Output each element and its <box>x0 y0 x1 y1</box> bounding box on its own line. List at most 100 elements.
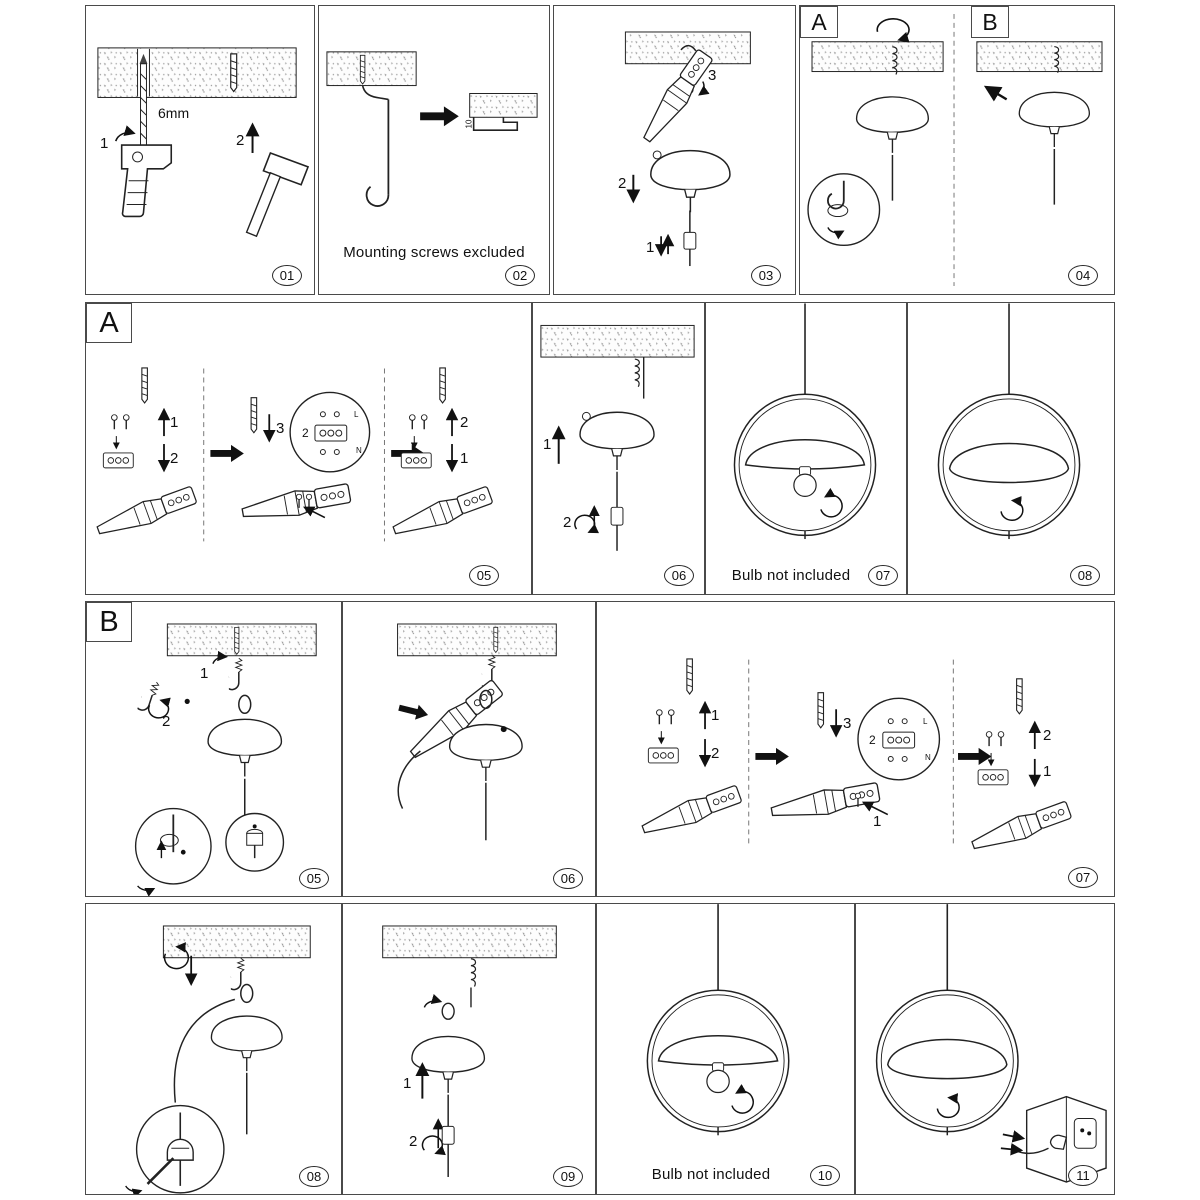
stage2-screw-number: 3 <box>843 715 852 732</box>
ceiling-hook-icon <box>228 657 243 691</box>
panel-step-02: 10 Mounting screws excluded 02 <box>318 5 550 295</box>
panel-number-badge: 08 <box>299 1166 329 1187</box>
canopy-hole <box>581 411 591 421</box>
ceiling-icon <box>540 324 695 358</box>
bold-arrow-icon <box>420 106 459 127</box>
mounting-screws-note: Mounting screws excluded <box>343 244 525 261</box>
panel-number-badge: 02 <box>505 265 535 286</box>
terminal-detail-inset <box>289 391 371 473</box>
stage1-up-number: 1 <box>170 414 179 431</box>
ceiling-icon <box>166 623 317 657</box>
inset-neutral-label: N <box>356 446 362 455</box>
rotate-arrow-icon <box>114 125 136 142</box>
inset-terminal-number: 2 <box>302 426 309 440</box>
panel-b-step-10: Bulb not included 10 <box>596 903 855 1195</box>
panel-step-04: A B 04 <box>799 5 1115 295</box>
canopy-icon <box>207 718 283 778</box>
wall-anchor-icon <box>230 53 238 93</box>
panel-number-badge: 01 <box>272 265 302 286</box>
wall-anchor-icon <box>493 626 499 653</box>
panel-01-illustration <box>97 47 310 238</box>
panel-b-step-11: 11 <box>855 903 1115 1195</box>
panel-b10-illustration <box>646 904 790 1136</box>
pendant-lamp-icon <box>875 989 1019 1136</box>
step-number-hook: 3 <box>708 67 717 84</box>
panel-a-step-06: 1 2 06 <box>532 302 705 595</box>
panel-number-badge: 10 <box>810 1165 840 1186</box>
canopy-icon <box>210 1015 283 1072</box>
rotate-arrow-icon <box>698 81 710 96</box>
step-pin-number: 2 <box>162 713 171 730</box>
ceiling-icon <box>382 925 557 959</box>
panel-03-illustration <box>624 31 751 267</box>
stage1-down-number: 2 <box>170 450 179 467</box>
canopy-loop <box>240 983 254 1004</box>
cord-coil-icon <box>634 358 641 388</box>
rotate-arrow-icon <box>876 18 910 43</box>
panel-a-step-05: A 1 2 3 2 L N 2 1 05 <box>85 302 532 595</box>
ceiling-icon <box>397 623 557 657</box>
drill-diameter-label: 6mm <box>158 105 190 121</box>
option-b-box: B <box>971 6 1009 38</box>
bold-arrow-icon <box>210 444 244 463</box>
panel-b09-illustration <box>382 925 557 1177</box>
bold-arrow-icon <box>958 747 992 766</box>
panel-b-step-06: 06 <box>342 601 596 897</box>
canopy-loop <box>441 1002 455 1020</box>
step-number-drill: 1 <box>100 135 109 152</box>
screw-bulb-arrow-icon <box>731 1084 754 1114</box>
panel-number-badge: 07 <box>868 565 898 586</box>
bracket-dimension-label: 10 <box>464 119 474 129</box>
step-twist-number: 2 <box>563 514 572 531</box>
step-number-hammer: 2 <box>236 132 245 149</box>
bulb-note: Bulb not included <box>731 567 851 584</box>
stage2-screw-number: 3 <box>276 420 285 437</box>
step-number-canopy: 2 <box>618 175 627 192</box>
wiring-stage-2 <box>769 692 941 825</box>
bold-arrow-icon <box>755 747 789 766</box>
wiring-stage-3 <box>968 678 1074 857</box>
cord-coil-icon <box>680 44 697 94</box>
wall-anchor-icon <box>234 626 240 655</box>
panel-number-badge: 11 <box>1068 1165 1098 1186</box>
screw-bulb-arrow-icon <box>820 487 843 518</box>
cord-connector-icon <box>441 1125 455 1145</box>
stage3-up-number: 2 <box>1043 727 1052 744</box>
step-lift-number: 1 <box>543 436 552 453</box>
section-b-box: B <box>86 602 132 642</box>
panel-02-illustration <box>326 51 538 207</box>
rotate-arrow-icon <box>574 514 600 534</box>
panel-number-badge: 08 <box>1070 565 1100 586</box>
stage3-down-number: 1 <box>1043 763 1052 780</box>
step-twist-number: 2 <box>409 1133 418 1150</box>
canopy-loop <box>479 689 493 710</box>
rotate-arrow-icon <box>212 650 228 664</box>
hook-icon <box>135 677 161 714</box>
wiring-stage-1 <box>638 658 744 841</box>
inset-terminal-number: 2 <box>869 733 876 747</box>
stage3-up-number: 2 <box>460 414 469 431</box>
rotate-arrow-icon <box>147 697 171 719</box>
panel-step-01: 1 2 6mm 01 <box>85 5 315 295</box>
cord-connector-icon <box>610 506 624 526</box>
panel-a-step-08: 08 <box>907 302 1115 595</box>
pendant-lamp-icon <box>646 989 790 1136</box>
panel-b-step-07: 1 2 3 2 L N 1 2 1 07 <box>596 601 1115 897</box>
pendant-lamp-icon <box>937 393 1081 540</box>
canopy-icon <box>650 149 731 214</box>
canopy-loop <box>238 694 252 715</box>
bulb-note: Bulb not included <box>651 1166 771 1183</box>
panel-b-step-09: 1 2 09 <box>342 903 596 1195</box>
ceiling-icon <box>976 41 1103 73</box>
panel-a08-illustration <box>937 303 1081 540</box>
rotate-arrow-icon <box>163 942 190 970</box>
step-number-connector: 1 <box>646 239 655 256</box>
pin-dot <box>184 698 190 704</box>
mounting-bracket-icon <box>469 92 538 131</box>
panel-a06-illustration <box>540 324 695 551</box>
wiring-stage-3 <box>389 367 495 542</box>
panel-number-badge: 05 <box>299 868 329 889</box>
ceiling-icon <box>162 925 311 959</box>
ceiling-icon <box>811 41 944 73</box>
